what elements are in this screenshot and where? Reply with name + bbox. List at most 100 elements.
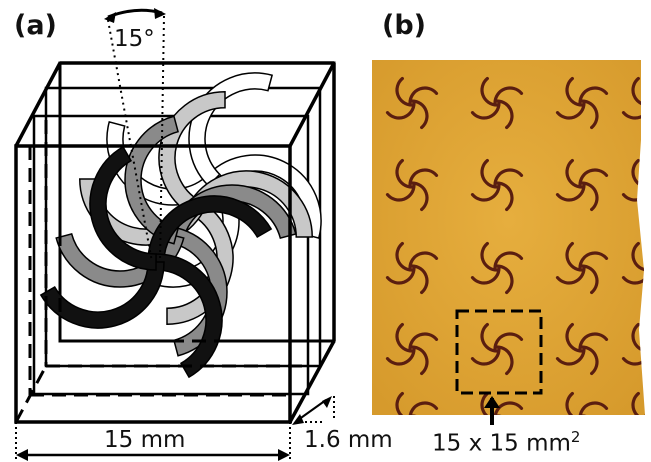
spiral-motif-arm	[408, 86, 439, 105]
spiral-motif-arm	[565, 76, 584, 107]
spiral-motif-arm	[395, 76, 414, 107]
spiral-arm	[124, 115, 179, 245]
spiral-motif	[395, 391, 439, 415]
spiral-motif-arm	[621, 347, 645, 366]
spiral-motif-arm	[580, 414, 599, 415]
spiral-motif-arm	[555, 266, 586, 285]
spiral-motif-arm	[410, 99, 429, 130]
substrate-box-edges	[14, 61, 336, 424]
spiral-motif-arm	[578, 401, 609, 415]
up-arrow-icon	[484, 396, 500, 408]
spiral-motif-arm	[565, 322, 584, 353]
spiral-motif	[555, 322, 609, 376]
thickness-dimension	[290, 396, 335, 425]
spiral-motif-arm	[578, 86, 609, 105]
spiral-motif-arm	[395, 158, 414, 189]
unit-cell-size-text: 15 x 15 mm	[432, 430, 571, 457]
rotation-arrow-right-head-icon	[154, 8, 166, 19]
spiral-motif-arm	[644, 168, 645, 187]
spiral-motif-arm	[493, 251, 524, 270]
spiral-motif-arm	[385, 266, 416, 285]
fabricated-sample-substrate	[372, 60, 645, 415]
spiral-motif-arm	[408, 332, 439, 351]
spiral-motif-arm	[644, 401, 645, 415]
spiral-motif	[470, 322, 524, 376]
spiral-motif-arm	[621, 266, 645, 285]
unit-cell-size-label: 15 x 15 mm2	[432, 428, 580, 457]
spiral-motif	[624, 391, 650, 433]
spiral-arm	[39, 261, 165, 329]
spiral-motif-arm	[385, 347, 416, 366]
spiral-motif-arm	[410, 345, 429, 376]
spiral-motif-arm	[410, 181, 429, 212]
spiral-motif-arm	[493, 332, 524, 351]
spiral-motif-arm	[495, 264, 514, 295]
thickness-dimension-label: 1.6 mm	[304, 427, 393, 453]
spiral-motif-arm	[493, 401, 524, 415]
spiral-motif-arm	[480, 76, 499, 107]
spiral-motif-arm	[565, 241, 584, 272]
panel-b-label: (b)	[382, 10, 427, 41]
rotation-angle-label: 15°	[114, 26, 155, 52]
unit-cell-size-exponent: 2	[570, 428, 581, 446]
spiral-motif	[555, 241, 609, 295]
spiral-motif-arm	[395, 322, 414, 353]
spiral-motif-arm	[624, 418, 650, 433]
spiral-motif-arm	[480, 241, 499, 272]
spiral-motif	[385, 241, 439, 295]
spiral-motif-arm	[385, 101, 416, 120]
spiral-motif-arm	[493, 168, 524, 187]
spiral-motif-arm	[408, 251, 439, 270]
spiral-motif-arm	[565, 158, 584, 189]
spiral-motif	[555, 158, 609, 212]
spiral-motif	[565, 391, 609, 415]
spiral-motif-arm	[565, 391, 584, 415]
rotated-spiral-resonators	[39, 72, 322, 379]
width-dimension	[15, 422, 291, 462]
spiral-motif-arm	[580, 181, 599, 212]
spiral-motif-arm	[555, 347, 586, 366]
spiral-motif-arm	[408, 168, 439, 187]
spiral-motif-arm	[580, 345, 599, 376]
spiral-motif-arm	[621, 101, 645, 120]
panel-a-label: (a)	[14, 10, 57, 41]
spiral-motif	[385, 158, 439, 212]
rotation-angle-indicator	[104, 8, 166, 263]
spiral-motif	[385, 322, 439, 376]
spiral-motif-arm	[578, 332, 609, 351]
spiral-motif-arm	[470, 101, 501, 120]
spiral-motif-arm	[495, 345, 514, 376]
spiral-motif-arm	[555, 101, 586, 120]
spiral-motif	[470, 158, 524, 212]
spiral-motif-arm	[495, 99, 514, 130]
spiral-motif-arm	[480, 391, 499, 415]
spiral-motif-arm	[644, 86, 645, 105]
spiral-arm	[155, 253, 223, 379]
spiral-arm	[147, 195, 273, 263]
spiral-motif	[480, 391, 524, 415]
spiral-motif-arm	[410, 414, 429, 415]
panel-a-diagram	[14, 8, 336, 462]
width-dimension-label: 15 mm	[104, 427, 186, 453]
spiral-motif-arm	[578, 168, 609, 187]
spiral-motif-arm	[480, 322, 499, 353]
unit-cell-pointer	[484, 396, 500, 425]
spiral-motif-arm	[493, 86, 524, 105]
unit-cell-outline	[455, 309, 543, 395]
spiral-motif-arm	[470, 183, 501, 202]
spiral-motif-arm	[470, 347, 501, 366]
spiral-motif-arm	[578, 251, 609, 270]
spiral-motif-arm	[395, 241, 414, 272]
spiral-motif-arm	[555, 183, 586, 202]
spiral-motif-arm	[580, 264, 599, 295]
spiral-motif-arm	[470, 266, 501, 285]
spiral-motif-arm	[408, 401, 439, 415]
spiral-motif-arm	[644, 332, 645, 351]
panel-b-photo	[372, 60, 650, 433]
spiral-motif-arm	[580, 99, 599, 130]
rotation-arrow-left-head-icon	[104, 12, 116, 23]
spiral-motif	[470, 241, 524, 295]
spiral-motif	[555, 76, 609, 130]
spiral-motif-arm	[631, 391, 645, 415]
